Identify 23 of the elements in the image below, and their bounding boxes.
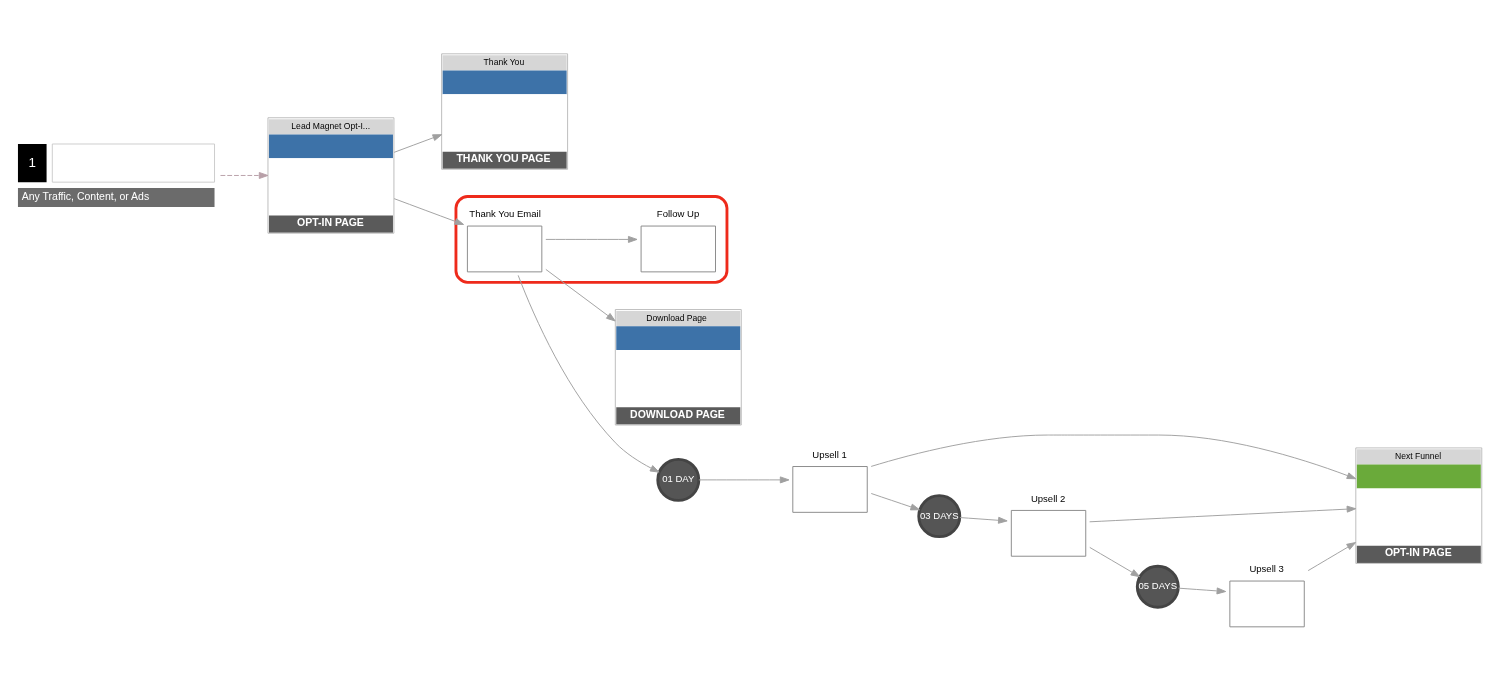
node-label: Upsell 1	[812, 448, 847, 460]
node-label: Upsell 2	[1030, 492, 1066, 504]
arrow	[517, 274, 660, 473]
arrow	[393, 133, 443, 153]
node-label: Follow Up	[656, 207, 700, 219]
node-label: Any Traffic, Content, or Ads	[21, 190, 150, 202]
arrow	[220, 171, 269, 179]
arrow	[698, 475, 790, 483]
arrow	[1177, 586, 1227, 594]
arrow	[870, 492, 920, 510]
arrow	[545, 268, 616, 321]
arrow	[1089, 546, 1141, 577]
node-label: Thank You Email	[469, 207, 541, 219]
arrow	[1089, 505, 1357, 522]
node-circle: 01 DAY	[656, 457, 701, 502]
arrow	[870, 434, 1357, 479]
arrow	[959, 516, 1008, 524]
node-circle: 03 DAYS	[917, 493, 962, 538]
arrow	[393, 197, 465, 225]
arrow	[545, 235, 638, 243]
arrow	[1307, 541, 1357, 571]
node-circle: 05 DAYS	[1135, 564, 1180, 609]
node-label: Upsell 3	[1249, 562, 1284, 574]
